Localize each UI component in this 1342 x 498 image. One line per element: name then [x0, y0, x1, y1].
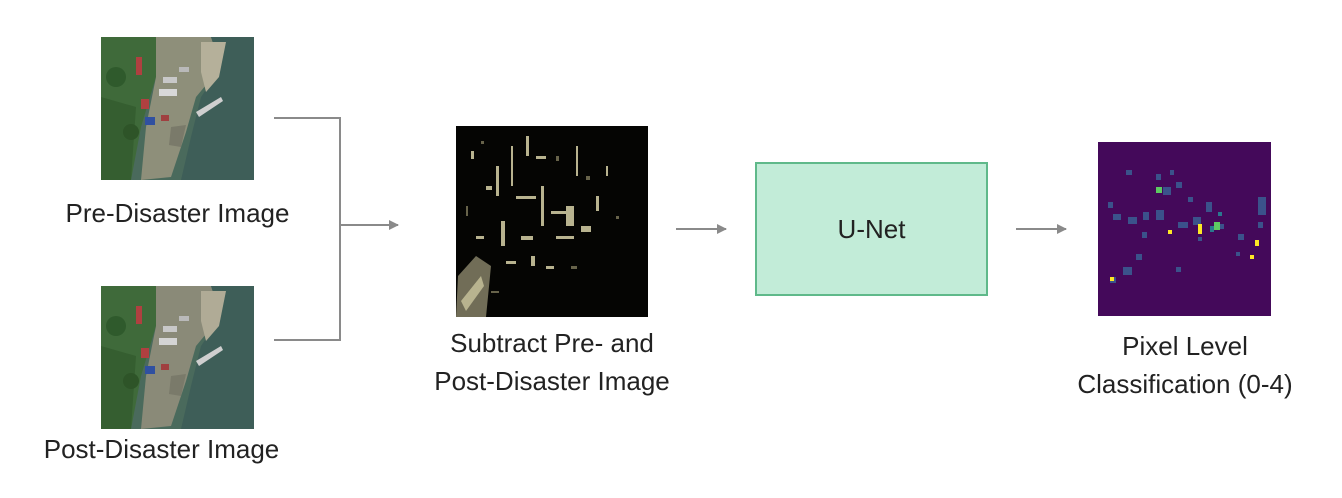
- output-label-line1: Pixel Level: [1122, 331, 1248, 361]
- output-label-line2: Classification (0-4): [1077, 369, 1293, 399]
- pre-disaster-label: Pre-Disaster Image: [65, 198, 290, 228]
- subtract-label-line2: Post-Disaster Image: [434, 366, 670, 396]
- subtract-label-line1: Subtract Pre- and: [450, 328, 654, 358]
- unet-model-box: U-Net: [755, 162, 988, 296]
- post-disaster-label: Post-Disaster Image: [43, 434, 280, 464]
- post-disaster-satellite-image: [101, 286, 254, 429]
- difference-image: [456, 126, 648, 317]
- classification-mask-image: [1098, 142, 1271, 316]
- pre-disaster-satellite-image: [101, 37, 254, 180]
- unet-label: U-Net: [837, 213, 906, 244]
- merge-bracket: [274, 117, 341, 341]
